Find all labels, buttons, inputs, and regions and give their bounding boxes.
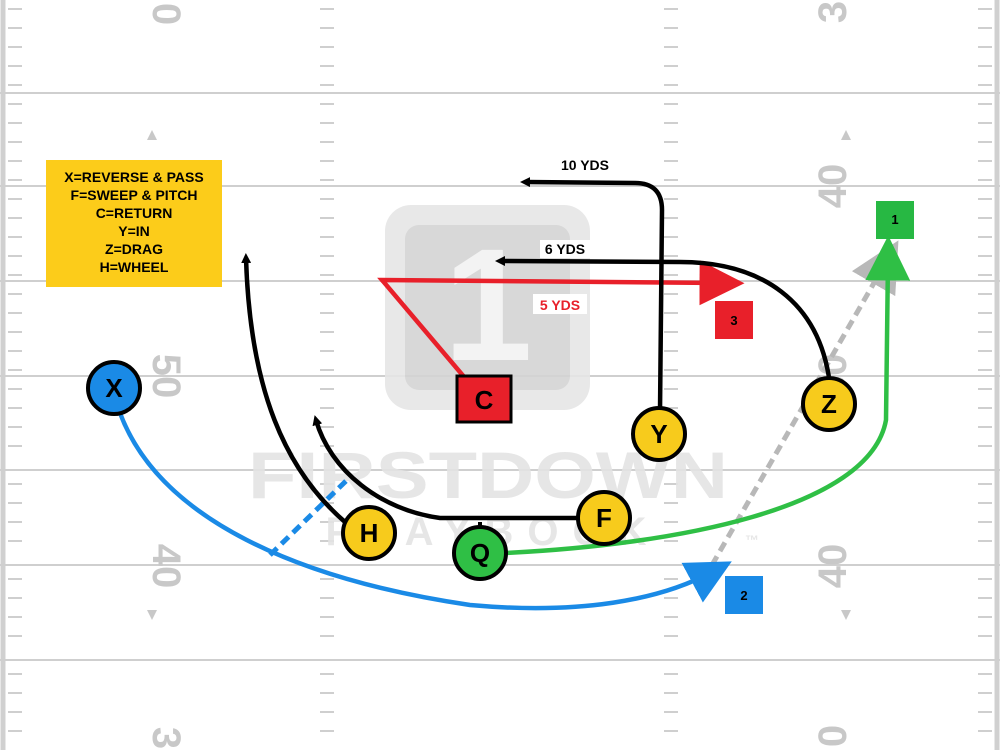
read-marker-2-label: 2 [740,588,747,603]
h-route [241,253,347,524]
player-f-label: F [596,503,612,533]
player-c-label: C [475,385,494,415]
read-marker-1 [876,201,914,239]
player-q-label: Q [470,538,490,568]
yard-number-right-low: 40 [811,544,855,589]
direction-arrow-right-upper [841,130,851,140]
player-z[interactable]: Z [801,376,857,432]
legend-line: Z=DRAG [105,241,163,257]
direction-arrow-left-upper [147,130,157,140]
x-route [117,412,732,611]
routes [117,177,911,611]
player-z-label: Z [821,389,837,419]
read-marker-1-label: 1 [891,212,898,227]
direction-arrow-left-lower [147,610,157,620]
y-to-1-dashed-line [709,240,899,567]
z-route [495,256,833,386]
yard-number-left-bottom: 3 [144,727,188,749]
c-route-label: 5 YDS [540,297,580,313]
player-y[interactable]: Y [631,406,687,462]
yard-number-left-top: 0 [144,3,188,25]
z-route-label: 6 YDS [545,241,585,257]
read-markers: 1 2 3 [715,201,914,614]
legend-line: Y=IN [118,223,150,239]
y-route [520,177,665,413]
read-marker-3-label: 3 [730,313,737,328]
player-c[interactable]: C [455,374,513,424]
player-h-label: H [360,518,379,548]
q-route [504,235,911,556]
legend-box [46,160,222,287]
watermark-logo-number: 1 [444,215,533,394]
f-route [312,415,578,521]
player-x[interactable]: X [86,360,142,416]
player-f[interactable]: F [576,490,632,546]
legend: X=REVERSE & PASS F=SWEEP & PITCH C=RETUR… [46,160,222,287]
player-y-label: Y [650,419,667,449]
legend-line: X=REVERSE & PASS [64,169,203,185]
read-marker-2 [725,576,763,614]
watermark-trademark: ™ [745,532,759,548]
read-marker-3 [715,301,753,339]
yard-number-right-top: 3 [811,1,855,23]
legend-line: F=SWEEP & PITCH [71,187,198,203]
player-x-label: X [105,373,123,403]
y-route-label: 10 YDS [561,157,609,173]
legend-line: C=RETURN [96,205,173,221]
c-route [377,260,745,380]
legend-line: H=WHEEL [100,259,169,275]
yard-number-right-upper: 40 [811,164,855,209]
player-h[interactable]: H [341,505,397,561]
player-q[interactable]: Q [452,525,508,581]
yard-number-left-mid: 50 [144,354,188,399]
yard-number-right-bottom: 0 [811,725,855,747]
direction-arrow-right-lower [841,610,851,620]
x-pass-dashed-line [268,478,349,557]
route-labels: 10 YDS 6 YDS 5 YDS [533,153,619,314]
yard-number-left-low: 40 [144,544,188,589]
players: X H Q F Y Z C [86,360,857,581]
